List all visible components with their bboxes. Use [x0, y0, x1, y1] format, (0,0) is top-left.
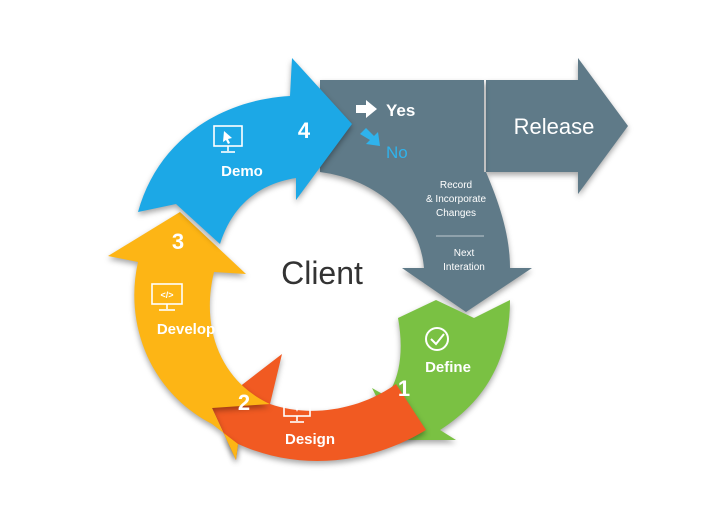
develop-step: 3 </> Develop	[151, 229, 215, 338]
demo-number: 4	[298, 118, 311, 143]
demo-step: Demo 4	[213, 118, 311, 180]
next-iteration-note: Next Interation	[443, 248, 485, 273]
define-number: 1	[398, 376, 410, 401]
develop-segment	[108, 212, 270, 460]
release-label: Release	[514, 114, 595, 139]
release-arrow: Release	[486, 58, 628, 194]
design-step: Design 2	[238, 384, 335, 448]
note-line: Next	[454, 248, 475, 259]
record-changes-note: Record & Incorporate Changes	[426, 180, 486, 219]
design-pen-monitor-icon	[283, 384, 311, 423]
design-label: Design	[285, 431, 335, 448]
design-number: 2	[238, 390, 250, 415]
develop-label: Develop	[157, 321, 215, 338]
no-label: No	[386, 143, 408, 162]
design-segment	[212, 354, 426, 461]
code-monitor-icon: </>	[151, 283, 183, 311]
cursor-monitor-icon	[213, 125, 243, 153]
note-line: Record	[440, 180, 472, 191]
note-line: Interation	[443, 262, 485, 273]
demo-segment	[138, 58, 352, 244]
svg-text:</>: </>	[160, 290, 173, 300]
yes-label: Yes	[386, 101, 415, 120]
arrow-right-icon	[356, 100, 377, 118]
define-step: Define 1	[398, 327, 471, 401]
define-label: Define	[425, 359, 471, 376]
note-line: Changes	[436, 208, 476, 219]
no-option: No	[360, 128, 408, 162]
yes-option: Yes	[356, 100, 415, 120]
center-label: Client	[281, 255, 363, 291]
develop-number: 3	[172, 229, 184, 254]
note-line: & Incorporate	[426, 194, 486, 205]
checkmark-icon	[425, 327, 449, 351]
demo-label: Demo	[221, 163, 263, 180]
arrow-down-right-icon	[360, 128, 380, 146]
